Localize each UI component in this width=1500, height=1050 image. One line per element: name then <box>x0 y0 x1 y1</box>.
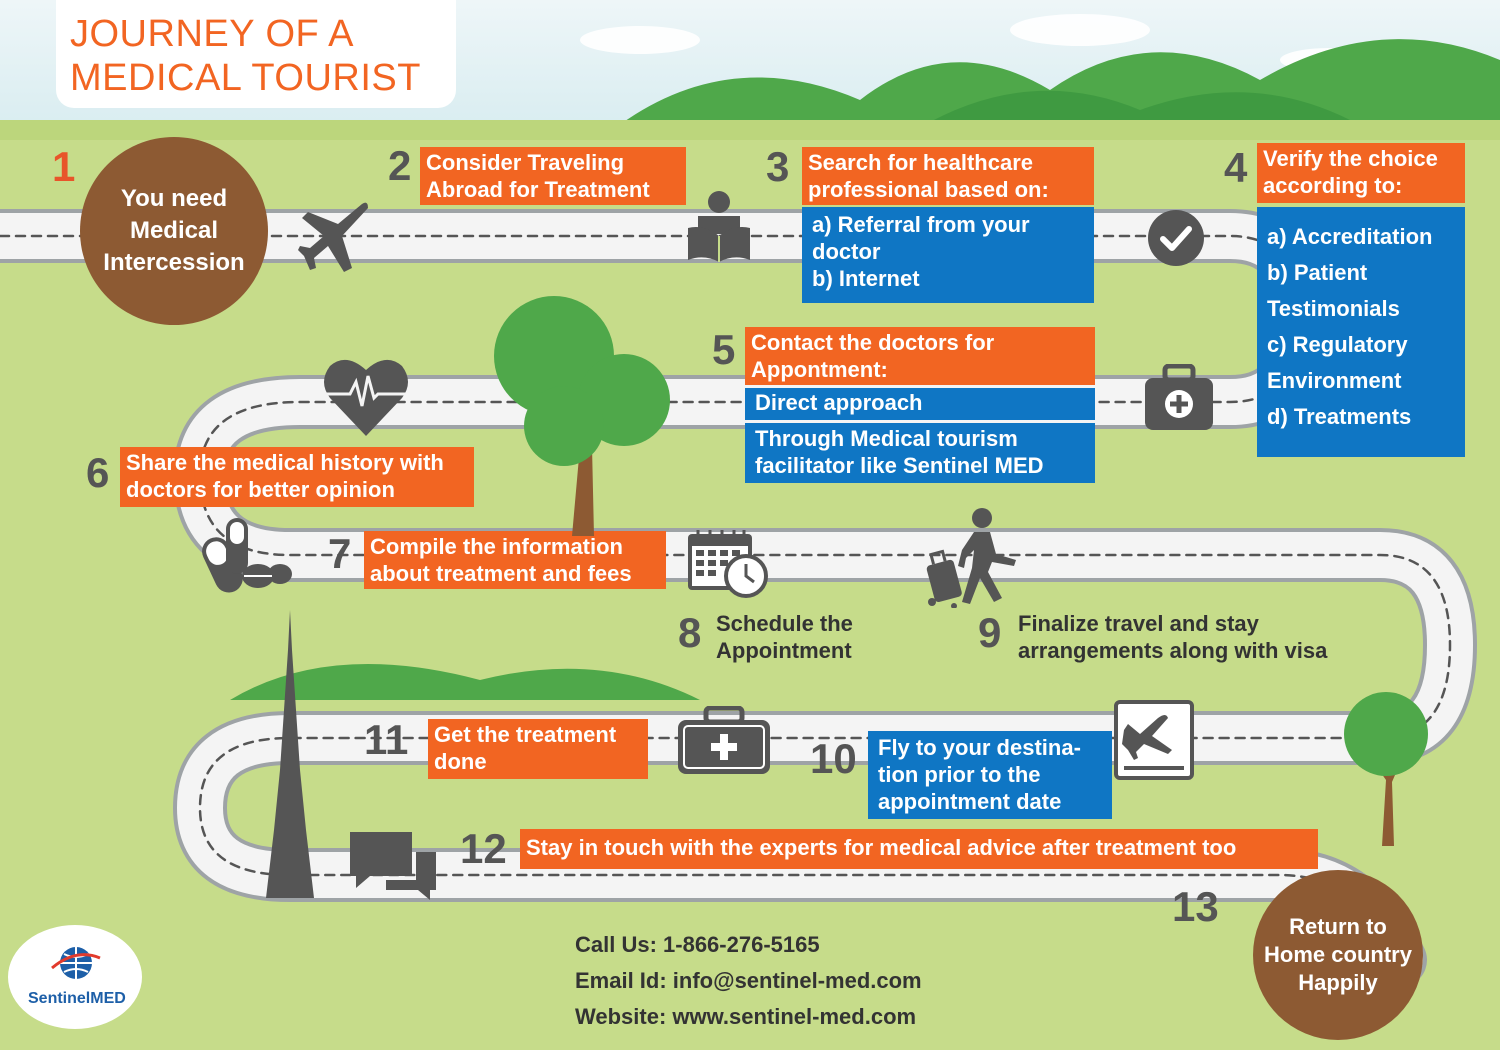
step-8-number: 8 <box>678 609 702 656</box>
airplane-icon <box>298 202 368 272</box>
step-3-options: a) Referral from your doctor b) Internet <box>802 207 1094 303</box>
step-5-option-direct: Direct approach <box>745 388 1095 420</box>
medical-kit-icon <box>678 706 770 774</box>
tree-icon <box>494 296 670 536</box>
step-12-number: 12 <box>460 825 507 872</box>
step-13-number: 13 <box>1172 883 1219 930</box>
step-3-label: Search for healthcare professional based… <box>802 147 1094 205</box>
step-9-number: 9 <box>978 609 1002 656</box>
step-8-label: Schedule the Appointment <box>716 611 853 663</box>
step-11-number: 11 <box>364 716 409 763</box>
step-3-number: 3 <box>766 143 790 190</box>
contact-phone: Call Us: 1-866-276-5165 <box>575 932 820 957</box>
pills-icon <box>202 518 292 593</box>
title-card <box>56 0 456 108</box>
airplane-landing-icon <box>1114 700 1194 780</box>
chat-bubbles-icon <box>350 832 436 900</box>
calendar-clock-icon <box>688 530 768 598</box>
step-4-number: 4 <box>1224 144 1248 191</box>
tower-icon <box>266 610 314 898</box>
reader-icon <box>688 191 750 262</box>
logo-text: SentinelMED <box>28 990 126 1007</box>
step-2-number: 2 <box>388 142 412 189</box>
step-10-number: 10 <box>810 735 857 782</box>
tree-icon <box>1344 692 1428 846</box>
contact-website: Website: www.sentinel-med.com <box>575 1004 917 1029</box>
step-4-label: Verify the choice according to: <box>1257 143 1465 203</box>
contact-email: Email Id: info@sentinel-med.com <box>575 968 922 993</box>
step-7-number: 7 <box>328 530 352 577</box>
step-1-circle: You need Medical Intercession <box>80 137 268 325</box>
first-aid-kit-icon <box>1145 364 1213 430</box>
logo-globe-icon <box>51 947 101 979</box>
page-title: JOURNEY OF A MEDICAL TOURIST <box>70 13 421 99</box>
step-13-circle: Return to Home country Happily <box>1253 870 1423 1040</box>
step-9-label: Finalize travel and stay arrangements al… <box>1018 611 1328 663</box>
step-11-label: Get the treatment done <box>428 719 648 779</box>
step-7-label: Compile the information about treatment … <box>364 531 666 589</box>
step-12-label: Stay in touch with the experts for medic… <box>520 829 1318 869</box>
traveler-luggage-icon <box>926 508 1016 608</box>
checkmark-icon <box>1148 210 1204 266</box>
heart-pulse-icon <box>320 359 412 436</box>
step-4-options: a) Accreditation b) Patient Testimonials… <box>1257 207 1465 457</box>
step-5-number: 5 <box>712 326 736 373</box>
step-5-label: Contact the doctors for Appontment: <box>745 327 1095 385</box>
step-5-option-facilitator: Through Medical tourism facilitator like… <box>745 423 1095 483</box>
step-10-label: Fly to your destina- tion prior to the a… <box>868 731 1112 819</box>
step-1-number: 1 <box>52 143 76 190</box>
step-2-label: Consider Traveling Abroad for Treatment <box>420 147 686 205</box>
step-6-label: Share the medical history with doctors f… <box>120 447 474 507</box>
step-6-number: 6 <box>86 449 110 496</box>
